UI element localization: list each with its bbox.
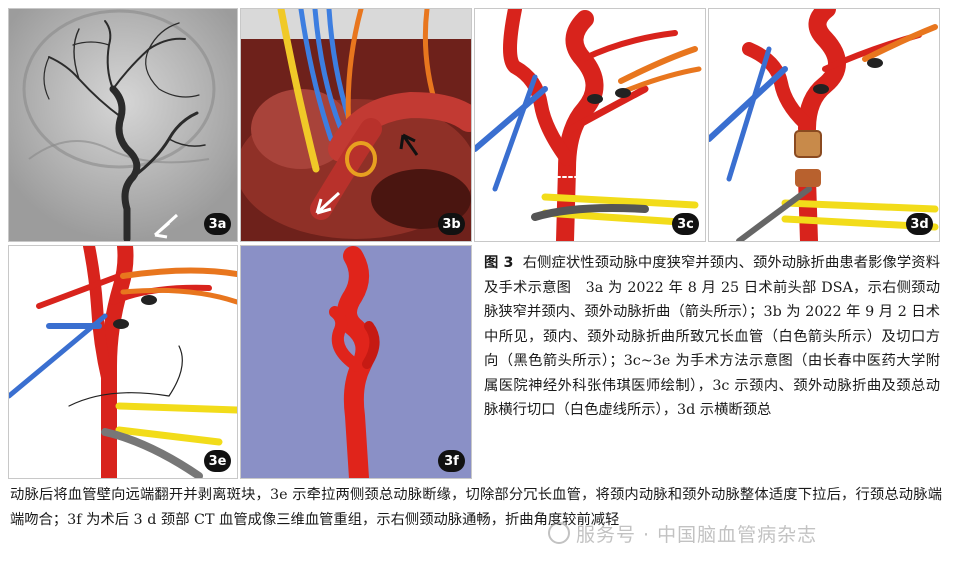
panel-label: 3a <box>204 213 231 235</box>
caption-text-bottom: 动脉后将血管壁向远端翻开并剥离斑块，3e 示牵拉两侧颈总动脉断缘，切除部分冗长血… <box>10 487 942 528</box>
figure-caption-continued: 动脉后将血管壁向远端翻开并剥离斑块，3e 示牵拉两侧颈总动脉断缘，切除部分冗长血… <box>10 483 942 532</box>
wechat-icon <box>548 522 570 544</box>
caption-text-side: 右侧症状性颈动脉中度狭窄并颈内、颈外动脉折曲患者影像学资料及手术示意图 3a 为… <box>484 255 940 418</box>
panel-label: 3e <box>204 450 231 472</box>
white-arrow-icon <box>315 191 341 215</box>
panel-3b-intraoperative-photo: 3b <box>240 8 472 242</box>
panel-label: 3d <box>906 213 933 235</box>
panel-label: 3b <box>438 213 465 235</box>
figure-caption-side: 图 3 右侧症状性颈动脉中度狭窄并颈内、颈外动脉折曲患者影像学资料及手术示意图 … <box>484 251 940 423</box>
watermark-text: 服务号 · 中国脑血管病杂志 <box>576 524 818 546</box>
watermark: 服务号 · 中国脑血管病杂志 <box>548 520 817 547</box>
black-arrow-icon <box>399 133 419 156</box>
panel-label: 3f <box>438 450 465 472</box>
transection-diagram <box>709 9 939 241</box>
panel-3c-schematic: 3c <box>474 8 706 242</box>
artery-kinking-diagram <box>475 9 702 241</box>
panel-3a-dsa-image: 3a <box>8 8 238 242</box>
panel-3e-schematic: 3e <box>8 245 238 479</box>
anastomosis-diagram <box>9 246 237 478</box>
panel-3f-cta-reconstruction: 3f <box>240 245 472 479</box>
panel-3d-schematic: 3d <box>708 8 940 242</box>
surgical-field-illustration <box>241 9 471 241</box>
figure-label: 图 3 <box>484 255 514 271</box>
panel-label: 3c <box>672 213 699 235</box>
white-arrow-icon <box>153 213 179 239</box>
dsa-angiogram <box>9 9 237 241</box>
cta-3d-vessel <box>241 246 471 478</box>
